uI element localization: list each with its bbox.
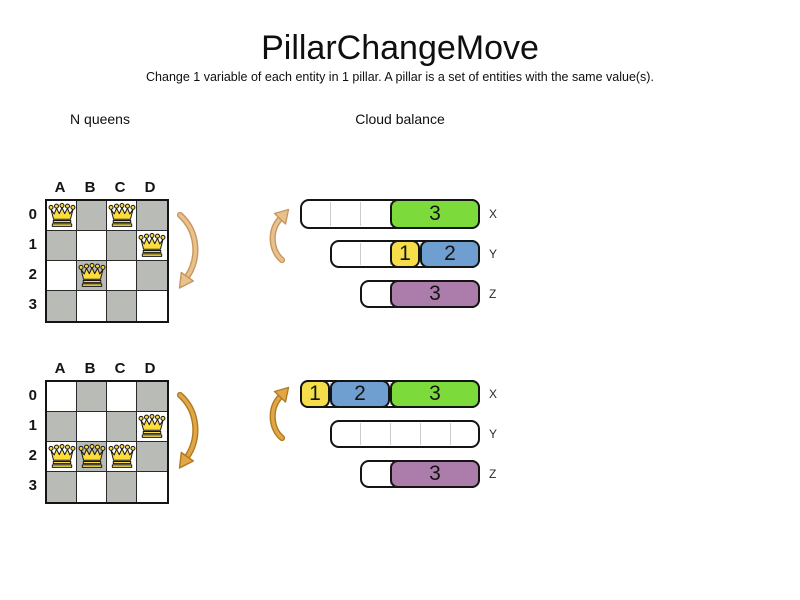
pillar-move-down-arrow-icon	[176, 391, 199, 469]
column-label: B	[84, 179, 96, 196]
board-cell	[77, 261, 107, 291]
board-cell	[77, 231, 107, 261]
process-block: 1	[390, 240, 420, 268]
row-label: 2	[28, 265, 37, 283]
board-cell	[137, 261, 167, 291]
column-label: D	[144, 179, 156, 196]
queen-icon	[48, 444, 75, 468]
computer-label: X	[489, 387, 498, 401]
cloud-bar-track-y	[330, 420, 480, 448]
board-cell	[137, 291, 167, 321]
board-cell	[137, 201, 167, 231]
board-cell	[47, 472, 77, 502]
pillar-move-up-arrow-icon	[269, 386, 290, 442]
board-cell	[47, 412, 77, 442]
board-cell	[107, 231, 137, 261]
board-cell	[107, 472, 137, 502]
board-cell	[77, 412, 107, 442]
board-cell	[77, 291, 107, 321]
cell-divider	[420, 423, 421, 445]
chess-board-after	[45, 380, 169, 504]
process-block: 2	[330, 380, 390, 408]
board-cell	[107, 291, 137, 321]
column-label: D	[144, 360, 156, 377]
board-cell	[137, 231, 167, 261]
queen-icon	[138, 414, 166, 438]
column-label: B	[84, 360, 96, 377]
cell-divider	[360, 423, 361, 445]
column-label: C	[114, 179, 126, 196]
row-label: 0	[28, 205, 37, 223]
cell-divider	[360, 202, 361, 226]
queen-icon	[48, 203, 75, 227]
page-title: PillarChangeMove	[261, 29, 539, 67]
cell-divider	[390, 423, 391, 445]
row-label: 3	[28, 295, 37, 313]
section-header-cloud-balance: Cloud balance	[355, 111, 445, 127]
chess-board-before	[45, 199, 169, 323]
row-label: 3	[28, 476, 37, 494]
queen-icon	[78, 263, 105, 287]
computer-label: Z	[489, 467, 497, 481]
board-cell	[47, 231, 77, 261]
board-cell	[137, 412, 167, 442]
column-label: A	[54, 360, 66, 377]
queen-icon	[108, 203, 135, 227]
board-cell	[107, 412, 137, 442]
board-cell	[137, 472, 167, 502]
process-block: 2	[420, 240, 480, 268]
board-cell	[47, 201, 77, 231]
board-cell	[137, 382, 167, 412]
pillar-move-up-arrow-icon	[269, 208, 290, 264]
queen-icon	[78, 444, 105, 468]
cell-divider	[330, 202, 331, 226]
computer-label: Y	[489, 427, 498, 441]
computer-label: X	[489, 207, 498, 221]
board-cell	[47, 291, 77, 321]
column-label: C	[114, 360, 126, 377]
board-cell	[107, 442, 137, 472]
row-label: 1	[28, 416, 37, 434]
process-block: 1	[300, 380, 330, 408]
column-label: A	[54, 179, 66, 196]
queen-icon	[138, 233, 166, 257]
board-cell	[77, 472, 107, 502]
section-header-n-queens: N queens	[70, 111, 130, 127]
row-label: 0	[28, 386, 37, 404]
process-block: 3	[390, 380, 480, 408]
cell-divider	[360, 243, 361, 265]
pillar-move-down-arrow-icon	[176, 211, 199, 289]
board-cell	[77, 442, 107, 472]
process-block: 3	[390, 199, 480, 229]
board-cell	[77, 201, 107, 231]
process-block: 3	[390, 460, 480, 488]
board-cell	[107, 382, 137, 412]
board-cell	[107, 261, 137, 291]
queen-icon	[108, 444, 135, 468]
board-cell	[47, 261, 77, 291]
board-cell	[47, 382, 77, 412]
board-cell	[137, 442, 167, 472]
row-label: 2	[28, 446, 37, 464]
board-cell	[77, 382, 107, 412]
board-cell	[47, 442, 77, 472]
page-subtitle: Change 1 variable of each entity in 1 pi…	[146, 70, 654, 84]
cell-divider	[450, 423, 451, 445]
computer-label: Y	[489, 247, 498, 261]
row-label: 1	[28, 235, 37, 253]
computer-label: Z	[489, 287, 497, 301]
process-block: 3	[390, 280, 480, 308]
board-cell	[107, 201, 137, 231]
